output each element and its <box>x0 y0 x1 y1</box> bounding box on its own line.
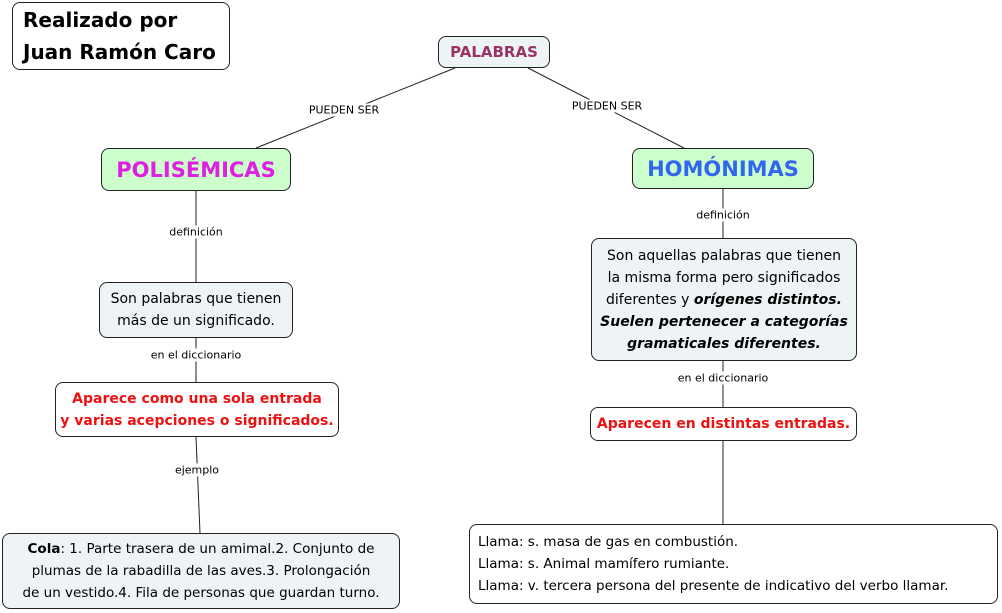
llama-line1: Llama: s. masa de gas en combustión. <box>478 534 739 550</box>
link-label-left-dict: en el diccionario <box>148 348 244 362</box>
right-def-line2: la misma forma pero significados <box>607 269 841 286</box>
right-example-llama[interactable]: Llama: s. masa de gas en combustión. Lla… <box>469 524 998 604</box>
left-def-line1: Son palabras que tienen <box>110 291 282 307</box>
root-label: PALABRAS <box>450 43 538 61</box>
link-label-right-def: definición <box>694 208 752 222</box>
right-dictionary[interactable]: Aparecen en distintas entradas. <box>590 407 857 441</box>
link-label-right-type: PUEDEN SER <box>569 99 645 113</box>
left-dict-line1: Aparece como una sola entrada <box>72 390 322 407</box>
left-def-line2: más de un significado. <box>117 313 275 329</box>
homonimas-label: HOMÓNIMAS <box>647 156 799 181</box>
polisemicas-label: POLISÉMICAS <box>116 157 276 182</box>
root-concept-palabras[interactable]: PALABRAS <box>438 36 550 68</box>
right-def-line3b: orígenes distintos. <box>693 291 842 308</box>
right-def-line4: Suelen pertenecer a categorías <box>600 313 848 330</box>
link-label-left-def: definición <box>167 225 225 239</box>
author-box: Realizado por Juan Ramón Caro <box>12 2 230 70</box>
right-def-line3: diferentes y orígenes distintos. <box>606 289 842 311</box>
left-dictionary[interactable]: Aparece como una sola entrada y varias a… <box>55 382 339 437</box>
right-def-line3a: diferentes y <box>606 291 694 308</box>
author-line2: Juan Ramón Caro <box>23 40 216 64</box>
cola-line1-text: : 1. Parte trasera de un amimal.2. Conju… <box>60 541 375 557</box>
cola-line3: de un vestido.4. Fila de personas que gu… <box>22 585 380 601</box>
left-example-cola[interactable]: Cola: 1. Parte trasera de un amimal.2. C… <box>2 533 400 609</box>
cola-line1: Cola: 1. Parte trasera de un amimal.2. C… <box>28 538 375 560</box>
link-label-left-example: ejemplo <box>172 463 222 477</box>
link-label-left-type: PUEDEN SER <box>306 103 382 117</box>
left-dict-line2: y varias acepciones o significados. <box>60 412 334 429</box>
link-label-right-dict: en el diccionario <box>675 371 771 385</box>
concept-homonimas[interactable]: HOMÓNIMAS <box>632 148 814 189</box>
cola-line2: plumas de la rabadilla de las aves.3. Pr… <box>31 563 371 579</box>
left-definition[interactable]: Son palabras que tienen más de un signif… <box>99 282 293 338</box>
right-dict-text: Aparecen en distintas entradas. <box>596 416 851 432</box>
right-def-line5: gramaticales diferentes. <box>627 335 821 352</box>
right-def-line1: Son aquellas palabras que tienen <box>607 247 841 264</box>
llama-line3: Llama: v. tercera persona del presente d… <box>478 578 949 594</box>
concept-polisemicas[interactable]: POLISÉMICAS <box>101 148 291 191</box>
right-definition[interactable]: Son aquellas palabras que tienen la mism… <box>591 238 857 361</box>
author-line1: Realizado por <box>23 8 178 32</box>
cola-term: Cola <box>27 541 61 557</box>
llama-line2: Llama: s. Animal mamífero rumiante. <box>478 556 730 572</box>
